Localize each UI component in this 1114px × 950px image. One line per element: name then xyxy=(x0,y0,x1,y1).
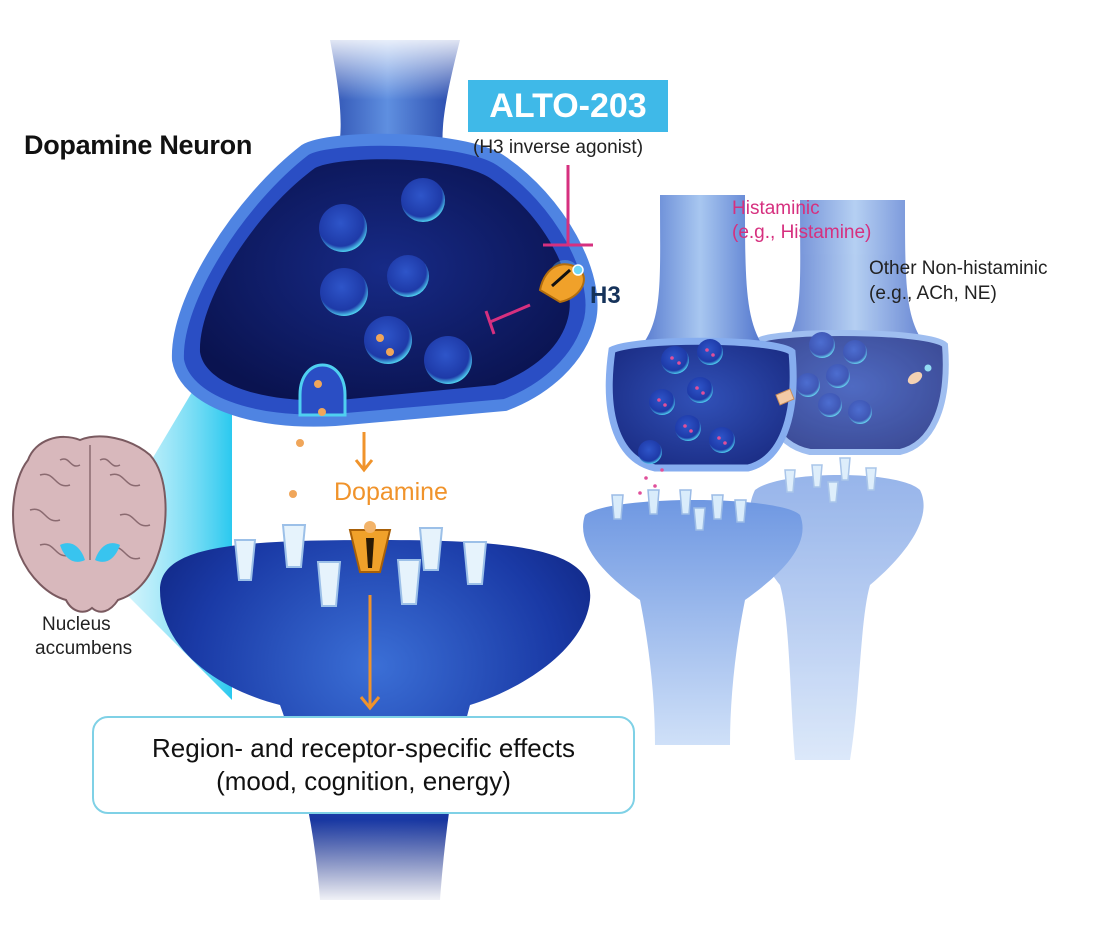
effects-line2: (mood, cognition, energy) xyxy=(216,766,511,796)
down-arrow-icon xyxy=(354,432,381,711)
histaminic-synapse xyxy=(583,195,803,745)
vesicle xyxy=(709,427,735,453)
vesicle xyxy=(826,364,850,388)
non-histaminic-example: (e.g., ACh, NE) xyxy=(869,283,997,304)
vesicle xyxy=(649,389,675,415)
vesicle xyxy=(638,440,662,464)
dopamine-receptor-icon xyxy=(348,521,392,573)
vesicle xyxy=(843,340,867,364)
dopamine-receptor xyxy=(233,524,488,607)
diagram-title: Dopamine Neuron xyxy=(24,130,253,160)
drug-description: (H3 inverse agonist) xyxy=(473,137,644,158)
vesicle xyxy=(818,393,842,417)
vesicle xyxy=(809,332,835,358)
vesicle xyxy=(697,339,723,365)
h3-receptor-icon xyxy=(538,260,585,304)
vesicle xyxy=(661,346,689,374)
histaminic-example: (e.g., Histamine) xyxy=(732,222,872,243)
vesicle xyxy=(319,178,472,384)
inhibition-bar-icon xyxy=(484,165,593,335)
brain-region-label-line1: Nucleus xyxy=(42,614,111,635)
vesicle xyxy=(796,373,820,397)
vesicle xyxy=(848,400,872,424)
h3-receptor-label: H3 xyxy=(590,282,621,309)
effects-callout: Region- and receptor-specific effects (m… xyxy=(92,716,635,814)
dopamine-neuron xyxy=(171,30,598,498)
brain-coronal-slice-icon xyxy=(12,435,167,613)
effects-line1: Region- and receptor-specific effects xyxy=(152,733,575,763)
vesicle xyxy=(687,377,713,403)
vesicle xyxy=(675,415,701,441)
postsynaptic-neuron xyxy=(160,521,591,905)
brain-region-label-line2: accumbens xyxy=(35,638,133,659)
non-histaminic-label: Other Non-histaminic xyxy=(869,258,1048,279)
dopamine-label: Dopamine xyxy=(334,478,448,506)
histaminic-label: Histaminic xyxy=(732,198,820,219)
non-histaminic-receptor-icon xyxy=(907,364,932,385)
histaminic-receptor-icon xyxy=(775,388,795,406)
drug-name: ALTO-203 xyxy=(489,86,647,125)
drug-name-badge: ALTO-203 xyxy=(468,80,668,132)
